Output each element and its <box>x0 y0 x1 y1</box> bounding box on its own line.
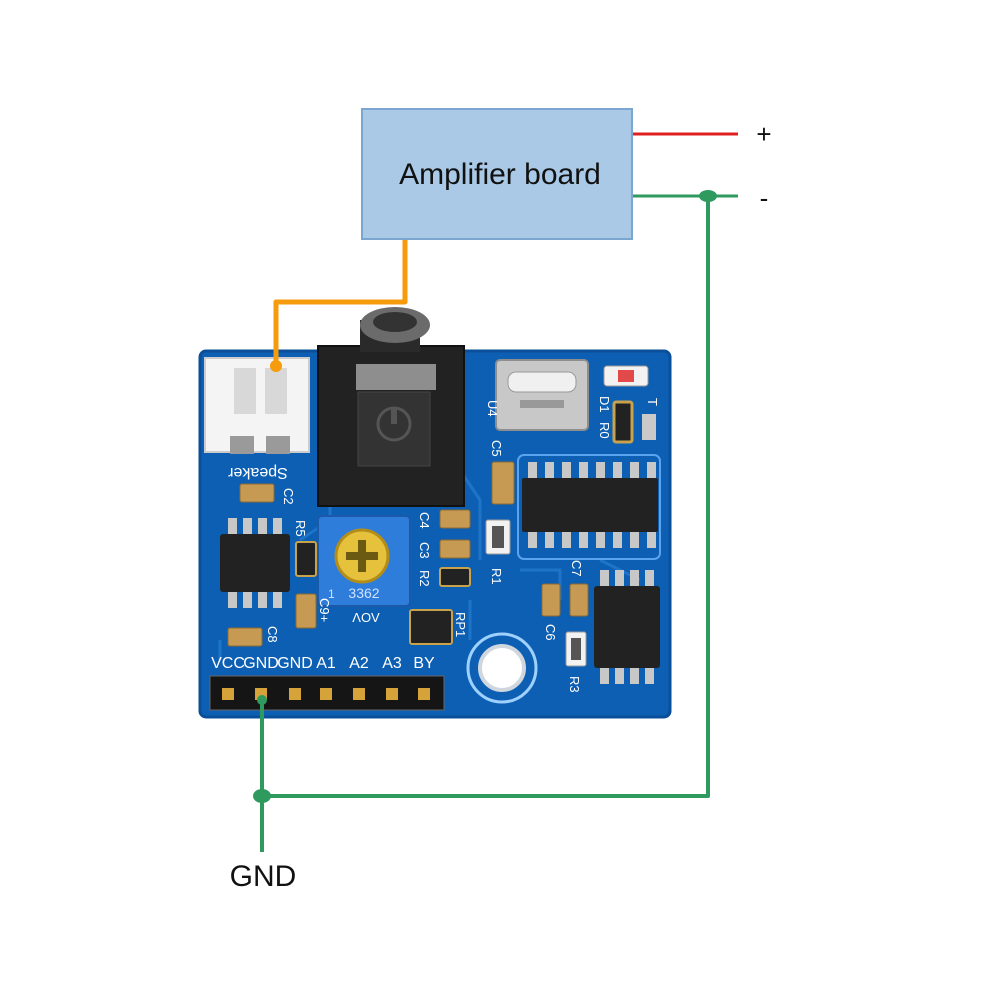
c2-capacitor <box>239 483 275 503</box>
pin-label-gnd-1: GND <box>243 655 279 672</box>
c3-label: C3 <box>417 542 432 559</box>
pin-label-a1: A1 <box>316 655 336 672</box>
r2-resistor <box>439 567 471 587</box>
negative-label: - <box>760 183 769 213</box>
r5-resistor <box>295 541 317 577</box>
u4-label: U4 <box>485 400 500 417</box>
c6-label: C6 <box>543 624 558 641</box>
gnd-pin-node <box>257 695 267 705</box>
c3-capacitor <box>439 539 471 559</box>
c2-label: C2 <box>281 488 296 505</box>
audio-module-pcb: Speaker U4 D1 R0 T C5 <box>198 307 672 719</box>
flash-chip <box>594 570 660 684</box>
r0-label: R0 <box>597 422 612 439</box>
rp1-label: RP1 <box>453 612 468 637</box>
c4-label: C4 <box>417 512 432 529</box>
c9-label: C9+ <box>317 598 332 622</box>
d1-label: D1 <box>597 396 612 413</box>
pin-labels: VCC GND GND A1 A2 A3 BY <box>211 655 435 672</box>
c6-capacitor <box>541 583 561 617</box>
c5-capacitor <box>491 461 515 505</box>
speaker-connector[interactable] <box>204 357 310 453</box>
positive-label: + <box>756 119 771 149</box>
speaker-label: Speaker <box>228 464 288 481</box>
c7-label: C7 <box>569 560 584 577</box>
potentiometer[interactable]: 3362 1 ɅOV <box>317 515 411 625</box>
soic16-chip <box>517 454 661 560</box>
c7-capacitor <box>569 583 589 617</box>
micro-usb-port[interactable] <box>495 359 589 431</box>
pin-label-gnd-2: GND <box>277 655 313 672</box>
r1-label: R1 <box>489 568 504 585</box>
pin-label-a3: A3 <box>382 655 402 672</box>
orange-signal-wire <box>273 240 408 368</box>
c9-capacitor <box>295 593 317 629</box>
pot-pin-mark: 1 <box>328 587 335 601</box>
rp1-resistor-network <box>409 609 453 645</box>
r2-label: R2 <box>417 570 432 587</box>
pin-label-vcc: VCC <box>211 655 245 672</box>
pin-label-by: BY <box>413 655 435 672</box>
orange-wire-node <box>270 360 282 372</box>
c8-label: C8 <box>265 626 280 643</box>
green-ground-wire <box>262 196 710 798</box>
pot-direction-label: ɅOV <box>352 610 380 625</box>
c8-capacitor <box>227 627 263 647</box>
c5-label: C5 <box>489 440 504 457</box>
left-soic8-chip <box>220 518 290 608</box>
pin-label-a2: A2 <box>349 655 369 672</box>
amplifier-board-label: Amplifier board <box>399 158 601 191</box>
ground-junction-top <box>699 190 717 202</box>
t-label: T <box>645 398 660 406</box>
gnd-label: GND <box>230 860 297 893</box>
ground-junction-bottom <box>253 789 271 803</box>
pin-header[interactable] <box>209 675 445 711</box>
c4-capacitor <box>439 509 471 529</box>
mounting-hole <box>466 632 538 704</box>
pot-model-label: 3362 <box>348 585 379 601</box>
amplifier-board-box[interactable] <box>361 108 633 240</box>
r3-label: R3 <box>567 676 582 693</box>
r5-label: R5 <box>293 520 308 537</box>
